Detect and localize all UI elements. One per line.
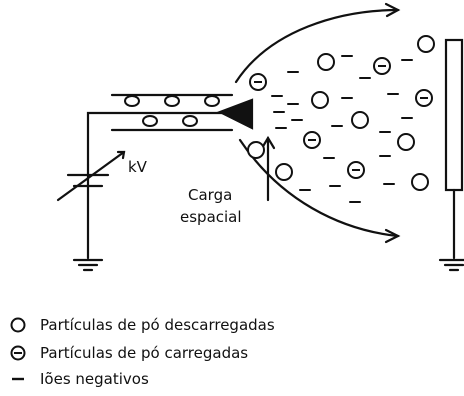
charged-particle	[415, 89, 433, 107]
space-charge-label-line2: espacial	[180, 208, 242, 226]
legend-item-charged: Partículas de pó carregadas	[0, 342, 248, 364]
uncharged-particle	[317, 53, 335, 71]
particle	[182, 115, 198, 127]
uncharged-particle	[411, 173, 429, 191]
legend-item-uncharged: Partículas de pó descarregadas	[0, 314, 275, 336]
charged-particle	[303, 131, 321, 149]
uncharged-particle	[311, 91, 329, 109]
charged-particle	[373, 57, 391, 75]
negative-ion-icon	[0, 368, 40, 390]
legend-label: Partículas de pó carregadas	[40, 344, 249, 362]
grounded-workpiece	[444, 38, 464, 192]
space-charge-label-line1: Carga	[188, 186, 233, 204]
uncharged-particle	[275, 163, 293, 181]
uncharged-particle	[247, 141, 265, 159]
legend-item-negative-ion: Iões negativos	[0, 368, 149, 390]
ground-symbol-right	[438, 258, 464, 272]
particle	[204, 95, 220, 107]
nozzle-tube	[86, 111, 234, 167]
ground-symbol-left	[72, 258, 104, 272]
voltage-label: kV	[128, 158, 147, 176]
particle	[164, 95, 180, 107]
uncharged-particle	[351, 111, 369, 129]
spray-envelope-lower	[238, 138, 400, 238]
uncharged-particle	[397, 133, 415, 151]
uncharged-particle-icon	[0, 314, 40, 336]
charged-particle	[249, 73, 267, 91]
nozzle-tip	[217, 98, 254, 130]
spray-envelope-upper	[234, 8, 400, 84]
variable-voltage-source	[56, 150, 126, 202]
particle	[142, 115, 158, 127]
charged-particle	[347, 161, 365, 179]
uncharged-particle	[417, 35, 435, 53]
charged-particle-icon	[0, 342, 40, 364]
legend-label: Partículas de pó descarregadas	[40, 316, 275, 334]
particle	[124, 95, 140, 107]
legend-label: Iões negativos	[40, 370, 149, 388]
legend: Partículas de pó descarregadas Partícula…	[0, 300, 464, 396]
